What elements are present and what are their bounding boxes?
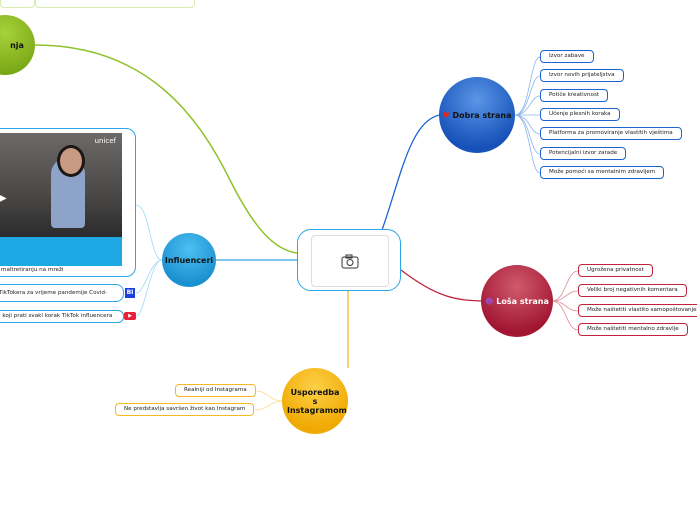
list-item[interactable]: Veliki broj negativnih komentara: [578, 284, 687, 297]
youtube-icon[interactable]: ▶: [124, 312, 136, 320]
devil-icon: ☻: [485, 296, 494, 306]
partial-node[interactable]: [0, 0, 35, 8]
central-topic[interactable]: [297, 229, 401, 291]
topic-label: Dobra strana: [452, 110, 512, 120]
list-item[interactable]: Platforma za promoviranje vlastitih vješ…: [540, 127, 682, 140]
topic-compare[interactable]: Usporedba s Instagramom: [282, 368, 348, 434]
list-item[interactable]: Realniji od Instagrama: [175, 384, 256, 397]
list-item[interactable]: Izvor zabave: [540, 50, 594, 63]
list-item[interactable]: l koji prati svaki korak TikTok influenc…: [0, 310, 124, 323]
list-item[interactable]: TikTokera za vrijeme pandemije Covid-: [0, 284, 124, 302]
topic-good[interactable]: ♥ Dobra strana: [439, 77, 515, 153]
list-item[interactable]: Ne predstavlja savršen život kao Instagr…: [115, 403, 255, 416]
list-item[interactable]: Učenje plesnih koraka: [540, 108, 620, 121]
topic-label: Influenceri: [164, 255, 214, 265]
topic-label: nja: [10, 40, 24, 50]
unicef-logo: unicef: [94, 137, 116, 145]
list-item[interactable]: Izvor novih prijateljstva: [540, 69, 624, 82]
heart-icon: ♥: [442, 110, 450, 120]
bi-icon[interactable]: BI: [125, 288, 135, 298]
list-item[interactable]: Može pomoći sa mentalnim zdravljem: [540, 166, 665, 179]
video-banner: [0, 237, 122, 266]
topic-label: Loša strana: [496, 296, 549, 306]
person-head: [57, 145, 85, 177]
camera-icon: [341, 254, 359, 269]
list-item[interactable]: Može naštetiti mentalno zdravlje: [578, 323, 688, 336]
topic-label: Usporedba s Instagramom: [287, 387, 347, 415]
list-item[interactable]: Ugrožena privatnost: [578, 264, 653, 277]
topic-bad[interactable]: ☻ Loša strana: [481, 265, 553, 337]
list-item[interactable]: Može naštetiti vlastito samopoštovanje: [578, 304, 697, 317]
play-icon[interactable]: ▶: [0, 193, 7, 204]
video-caption: maltretiranju na mreži: [1, 267, 64, 273]
video-thumbnail[interactable]: unicef ▶: [0, 133, 122, 237]
topic-influencers[interactable]: Influenceri: [162, 233, 216, 287]
list-item[interactable]: Potiče kreativnost: [540, 89, 609, 102]
list-item[interactable]: Potencijalni izvor zarade: [540, 147, 627, 160]
partial-node[interactable]: [35, 0, 195, 8]
video-card[interactable]: unicef ▶ maltretiranju na mreži: [0, 128, 136, 277]
